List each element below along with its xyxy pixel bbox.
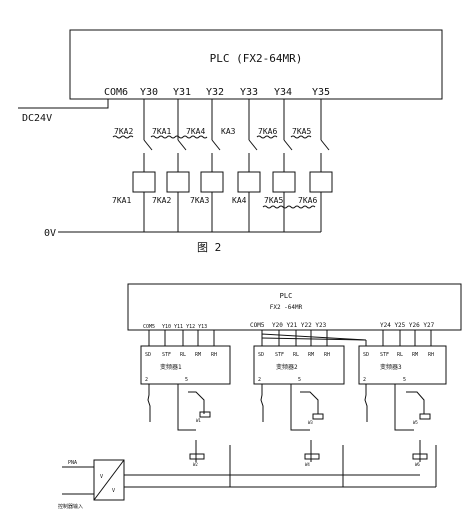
svg-text:2: 2 <box>145 377 148 383</box>
com-group-1: COM5 <box>143 324 155 330</box>
coil-label-1: 7KA1 <box>112 196 131 205</box>
mark-wavy-5 <box>262 205 316 209</box>
relay-columns <box>132 99 333 232</box>
svg-text:STF: STF <box>162 352 171 358</box>
contact-label-5: 7KA6 <box>258 127 277 136</box>
svg-text:5: 5 <box>298 377 301 383</box>
svg-text:SD: SD <box>363 352 369 358</box>
coil-label-3: 7KA3 <box>190 196 209 205</box>
svg-text:RH: RH <box>211 352 217 358</box>
svg-text:SD: SD <box>145 352 151 358</box>
zero-volt-label: 0V <box>44 228 56 239</box>
svg-text:RL: RL <box>180 352 186 358</box>
contact-label-6: 7KA5 <box>292 127 311 136</box>
coil-label-4: KA4 <box>232 196 247 205</box>
figure-caption: 图 2 <box>197 241 221 254</box>
coil-6 <box>309 171 333 193</box>
outputs-group-3: Y24 Y25 Y26 Y27 <box>380 322 435 329</box>
svg-text:RL: RL <box>293 352 299 358</box>
terminal-y32: Y32 <box>206 87 224 98</box>
pot-w1: W1 <box>196 418 201 423</box>
contact-label-1: 7KA2 <box>114 127 133 136</box>
pot-w6: W6 <box>415 462 420 467</box>
supply-label: DC24V <box>22 113 52 124</box>
left-label-pna: PNA <box>68 460 77 466</box>
coil-2 <box>166 171 190 193</box>
svg-text:2: 2 <box>363 377 366 383</box>
terminal-y34: Y34 <box>274 87 292 98</box>
svg-text:SD: SD <box>258 352 264 358</box>
coil-label-6: 7KA6 <box>298 196 317 205</box>
svg-text:RH: RH <box>324 352 330 358</box>
pot-w4: W4 <box>305 462 310 467</box>
plc-title-top: PLC (FX2-64MR) <box>210 52 303 65</box>
plc-model-bottom: FX2 -64MR <box>270 304 303 311</box>
left-label-v2: V <box>112 488 115 494</box>
coil-label-5: 7KA5 <box>264 196 283 205</box>
svg-text:RL: RL <box>397 352 403 358</box>
top-relay-diagram: PLC (FX2-64MR) COM6 Y30 Y31 Y32 Y33 Y34 … <box>18 29 443 254</box>
terminal-y31: Y31 <box>173 87 191 98</box>
svg-text:RM: RM <box>195 352 201 358</box>
inverter-1: SD STF RL RM RH 变频器1 2 5 <box>140 345 231 385</box>
inverter-label-3: 变频器3 <box>380 363 402 371</box>
pot-w2: W2 <box>193 462 198 467</box>
coil-4 <box>237 171 261 193</box>
terminal-y30: Y30 <box>140 87 158 98</box>
mark-wavy-1 <box>112 135 134 139</box>
mark-wavy-2 <box>150 135 208 139</box>
svg-text:2: 2 <box>258 377 261 383</box>
inverter-label-2: 变频器2 <box>276 363 298 371</box>
plc-box-top <box>69 29 443 100</box>
signal-converter <box>93 459 125 501</box>
svg-text:5: 5 <box>185 377 188 383</box>
plc-inverter-wires <box>148 330 432 346</box>
coil-3 <box>200 171 224 193</box>
mark-wavy-3 <box>256 135 278 139</box>
svg-text:RM: RM <box>412 352 418 358</box>
bottom-label: 控制器输入 <box>58 503 83 510</box>
outputs-group-2: Y20 Y21 Y22 Y23 <box>272 322 327 329</box>
svg-text:5: 5 <box>403 377 406 383</box>
coil-5 <box>272 171 296 193</box>
coil-1 <box>132 171 156 193</box>
outputs-group-1: Y10 Y11 Y12 Y13 <box>162 324 207 330</box>
pot-circuits <box>147 384 437 487</box>
supply-wire <box>18 99 109 109</box>
inverter-2: SD STF RL RM RH 变频器2 2 5 <box>253 345 345 385</box>
left-label-v1: V <box>100 474 103 480</box>
mark-wavy-4 <box>290 135 312 139</box>
contact-label-2: 7KA1 <box>152 127 171 136</box>
svg-text:RM: RM <box>308 352 314 358</box>
inverter-label-1: 变频器1 <box>160 363 182 371</box>
svg-text:STF: STF <box>275 352 284 358</box>
svg-text:RH: RH <box>428 352 434 358</box>
bottom-inverter-diagram: PLC FX2 -64MR COM5 Y10 Y11 Y12 Y13 COM5 … <box>58 283 462 510</box>
contact-label-3: 7KA4 <box>186 127 205 136</box>
svg-text:STF: STF <box>380 352 389 358</box>
inverter-3: SD STF RL RM RH 变频器3 2 5 <box>358 345 447 385</box>
contact-label-4: KA3 <box>221 127 236 136</box>
plc-title-bottom: PLC <box>280 292 293 300</box>
plc-box-bottom <box>127 283 462 331</box>
terminal-y33: Y33 <box>240 87 258 98</box>
coil-label-2: 7KA2 <box>152 196 171 205</box>
terminal-y35: Y35 <box>312 87 330 98</box>
terminal-com6: COM6 <box>104 87 128 98</box>
com-group-2: COM5 <box>250 322 265 329</box>
pot-w5: W5 <box>413 420 418 425</box>
pot-w3: W3 <box>308 420 313 425</box>
